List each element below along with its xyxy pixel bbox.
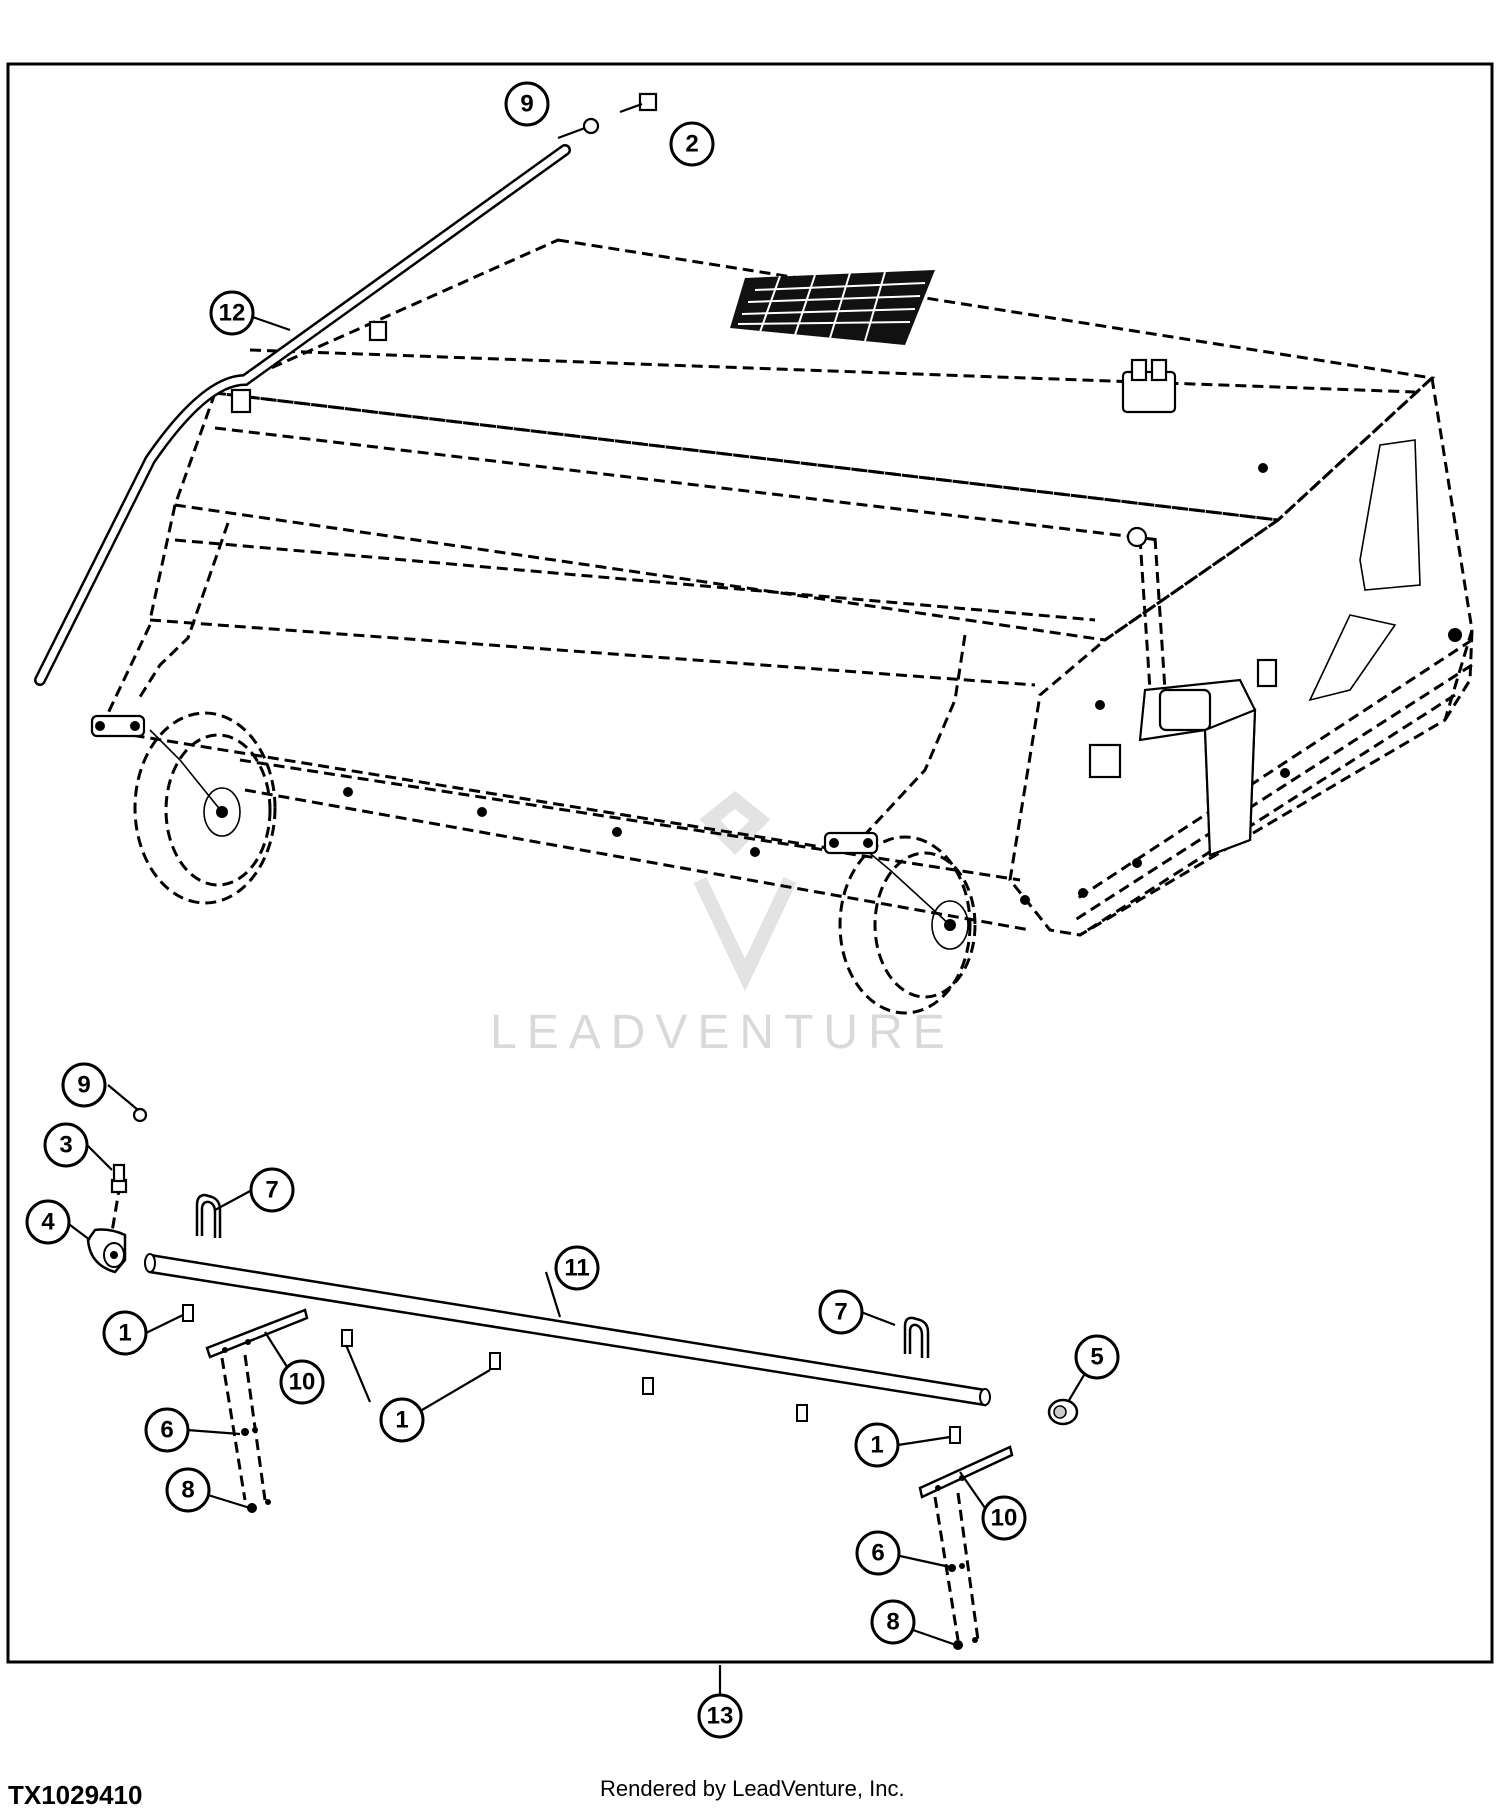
- callout-7-left[interactable]: 7: [249, 1167, 295, 1213]
- bearing-4: [86, 1183, 127, 1274]
- figure-code: TX1029410: [8, 1780, 143, 1810]
- u-bolt-7-right: [903, 1316, 930, 1358]
- watermark-text: LEADVENTURE: [490, 1006, 955, 1059]
- bolts-1: [182, 1304, 961, 1444]
- diagram-frame: [6, 62, 1494, 1664]
- svg-text:8: 8: [181, 1477, 194, 1504]
- credit-text: Rendered by LeadVenture, Inc.: [600, 1776, 905, 1801]
- svg-text:9: 9: [77, 1072, 90, 1099]
- svg-text:1: 1: [870, 1432, 883, 1459]
- callout-11[interactable]: 11: [554, 1245, 600, 1291]
- svg-text:9: 9: [520, 91, 533, 118]
- leader-lines: [65, 311, 1085, 1694]
- svg-text:10: 10: [991, 1505, 1018, 1532]
- top-grille: [730, 270, 935, 345]
- fitting-3: [110, 1163, 128, 1194]
- svg-text:2: 2: [685, 131, 698, 158]
- svg-text:1: 1: [118, 1320, 131, 1347]
- svg-text:1: 1: [395, 1407, 408, 1434]
- callout-9-top[interactable]: 9: [504, 81, 550, 127]
- svg-text:13: 13: [707, 1703, 734, 1730]
- rod-12: [34, 144, 571, 686]
- callout-1-right[interactable]: 1: [854, 1422, 900, 1468]
- callout-12[interactable]: 12: [209, 290, 255, 336]
- callout-13[interactable]: 13: [697, 1693, 743, 1739]
- callout-1-middle[interactable]: 1: [379, 1397, 425, 1443]
- nut-9-lower: [132, 1107, 148, 1123]
- callout-7-right[interactable]: 7: [818, 1289, 864, 1335]
- bracket-10-right: [918, 1445, 1014, 1650]
- callout-9-lower[interactable]: 9: [61, 1062, 107, 1108]
- svg-text:8: 8: [886, 1609, 899, 1636]
- svg-text:12: 12: [219, 300, 246, 327]
- callout-6-right[interactable]: 6: [855, 1530, 901, 1576]
- svg-text:7: 7: [834, 1299, 847, 1326]
- svg-text:6: 6: [871, 1540, 884, 1567]
- nut-9-top: [557, 117, 600, 140]
- svg-text:6: 6: [160, 1417, 173, 1444]
- bracket-10-left: [205, 1308, 309, 1513]
- svg-text:4: 4: [41, 1209, 55, 1236]
- callout-2[interactable]: 2: [669, 121, 715, 167]
- callout-5[interactable]: 5: [1074, 1334, 1120, 1380]
- u-bolt-7-left: [195, 1193, 222, 1238]
- svg-text:7: 7: [265, 1177, 278, 1204]
- callout-10-left[interactable]: 10: [279, 1359, 325, 1405]
- svg-text:5: 5: [1090, 1344, 1103, 1371]
- cap-5: [1047, 1398, 1079, 1426]
- sweeper-assembly: [90, 238, 1474, 1015]
- bolt-heads: [343, 463, 1462, 905]
- svg-text:11: 11: [564, 1255, 589, 1282]
- svg-text:3: 3: [59, 1132, 72, 1159]
- callout-6-left[interactable]: 6: [144, 1407, 190, 1453]
- callout-8-left[interactable]: 8: [165, 1467, 211, 1513]
- left-caster-wheel: [90, 711, 277, 905]
- callout-1-left[interactable]: 1: [102, 1310, 148, 1356]
- svg-text:10: 10: [289, 1369, 316, 1396]
- callout-10-right[interactable]: 10: [981, 1495, 1027, 1541]
- callout-3[interactable]: 3: [43, 1122, 89, 1168]
- drive-gearbox: [1088, 526, 1278, 857]
- shaft-11: [144, 1253, 991, 1407]
- bolt-2-top: [619, 92, 658, 114]
- right-caster-wheel: [823, 831, 977, 1015]
- callout-8-right[interactable]: 8: [870, 1599, 916, 1645]
- callout-4[interactable]: 4: [25, 1199, 71, 1245]
- watermark-logo: [693, 791, 797, 992]
